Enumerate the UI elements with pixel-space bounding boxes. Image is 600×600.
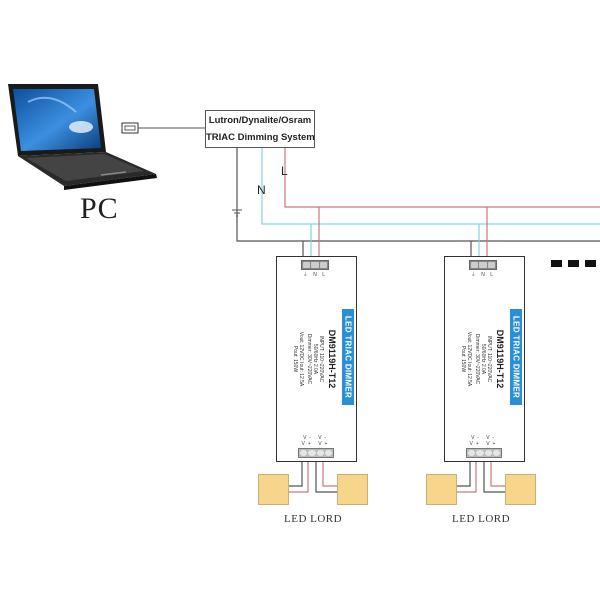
pc-label: PC [80, 192, 119, 225]
model-number: DM9119H-T12 [495, 329, 505, 389]
output-terminal-labels: V- V- V+ V+ [301, 435, 331, 447]
dimmer-module: ⏚ N L LED TRIAC DIMMER DM9119H-T12 INPUT… [276, 256, 357, 462]
product-type: LED TRIAC DIMMER [511, 315, 521, 399]
led-load-icon [258, 474, 289, 505]
spec-line: INPUT: 110~220VAC [486, 335, 492, 383]
live-bus [284, 148, 600, 208]
output-terminal-labels: V- V- V+ V+ [469, 435, 499, 447]
input-terminal-labels: ⏚ N L [470, 272, 496, 278]
output-terminal-block [466, 448, 502, 458]
dimming-system-brands: Lutron/Dynalite/Osram [208, 115, 312, 126]
spec-line: Pout: 150W [460, 345, 466, 373]
continuation-ellipsis-icon [551, 260, 596, 267]
usb-connector-icon [121, 122, 139, 134]
led-load-label: LED LORD [452, 513, 511, 525]
model-number: DM9119H-T12 [327, 329, 337, 389]
spec-line: Dimmer: 30V~220VAC [474, 333, 480, 385]
ground-symbol-icon [232, 209, 242, 217]
dimmer-module: ⏚ N L LED TRIAC DIMMER DM9119H-T12 INPUT… [444, 256, 525, 462]
spec-line: 50/60Hz 2.0A [312, 343, 318, 375]
led-load-icon [505, 474, 536, 505]
product-label-band: LED TRIAC DIMMER [510, 309, 522, 405]
spec-line: Vout: 12VDC Iout: 12.5A [466, 331, 472, 387]
product-type: LED TRIAC DIMMER [343, 315, 353, 399]
spec-line: Vout: 12VDC Iout: 12.5A [298, 331, 304, 387]
output-terminal-block [298, 448, 334, 458]
input-terminal-block [469, 260, 497, 270]
led-load-icon [426, 474, 457, 505]
laptop-icon [8, 84, 157, 190]
spec-line: Dimmer: 30V~220VAC [306, 333, 312, 385]
ground-bus [236, 148, 600, 242]
input-terminal-labels: ⏚ N L [302, 272, 328, 278]
product-label-band: LED TRIAC DIMMER [342, 309, 354, 405]
spec-line: 50/60Hz 2.0A [480, 343, 486, 375]
spec-line: Pout: 150W [292, 345, 298, 373]
led-load-icon [337, 474, 368, 505]
led-load-label: LED LORD [284, 513, 343, 525]
neutral-bus [261, 148, 600, 225]
triac-dimming-system-box: Lutron/Dynalite/Osram TRIAC Dimming Syst… [205, 110, 315, 148]
spec-line: INPUT: 110~220VAC [318, 335, 324, 383]
neutral-label: N [257, 183, 266, 197]
input-terminal-block [301, 260, 329, 270]
dimming-system-title: TRIAC Dimming System [206, 132, 315, 143]
live-label: L [281, 164, 288, 178]
